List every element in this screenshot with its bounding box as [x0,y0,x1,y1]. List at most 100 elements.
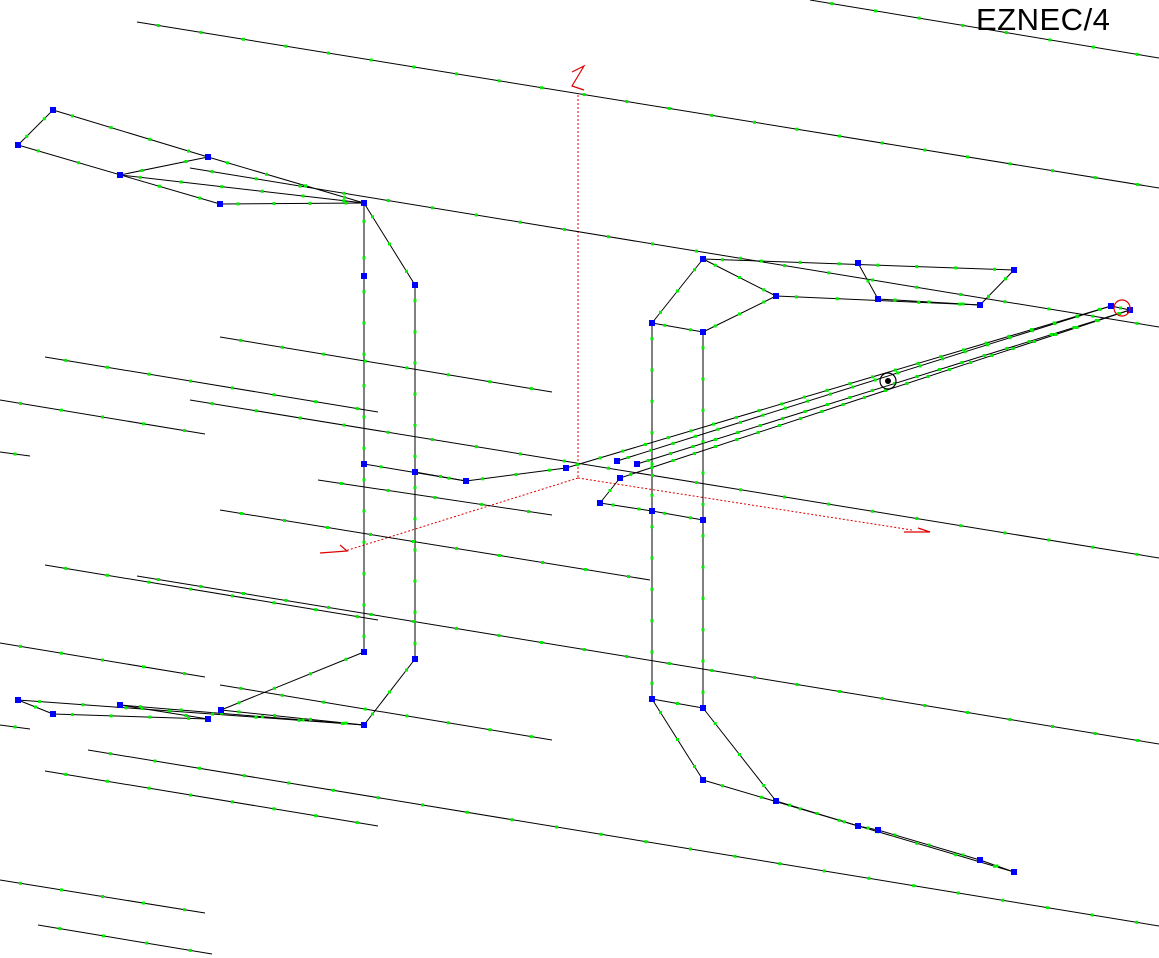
segment-dot [866,279,870,283]
segment-dot [625,100,629,103]
segment-dot [608,489,612,492]
segment-dot [870,389,874,392]
segment-dot [676,738,679,741]
wire-line [44,564,379,621]
segment-dot [650,650,654,654]
segment-dot [701,408,705,412]
segment-dot [314,814,318,818]
wire-line [189,399,1159,559]
segment-dot [676,702,679,705]
segment-dot [1003,531,1007,535]
segment-dot [713,263,717,267]
segment-dot [830,2,834,6]
segment-dot [413,517,417,521]
segment-dot [156,578,160,581]
segment-dot [873,9,877,13]
segment-dot [242,37,245,41]
segment-dot [562,459,566,463]
segment-dot [60,888,63,892]
segment-dot [923,704,927,707]
segment-dot [644,840,648,844]
segment-dot [650,619,654,623]
segment-dot [650,337,654,341]
segment-dot [1135,552,1139,556]
segment-dot [826,403,829,406]
segment-dot [734,415,738,419]
segment-dot [405,714,409,718]
wire-end-node [649,320,655,326]
segment-dot [412,65,416,69]
segment-dot [1032,340,1036,343]
segment-dot [355,407,359,411]
wire-line [809,0,1159,59]
segment-dot [905,382,909,385]
segment-dot [362,603,366,607]
segment-dot [518,452,522,456]
segment-dot [575,463,579,467]
segment-dot [314,608,318,612]
segment-dot [25,134,29,138]
segment-dot [688,328,692,332]
segment-dot [822,869,826,873]
segment-dot [1075,315,1079,319]
segment-dot [799,417,803,420]
segment-dot [701,346,705,350]
segment-dot [694,434,698,438]
segment-dot [637,507,641,511]
source-center-dot [885,378,891,384]
segment-dot [19,881,22,885]
segment-dot [803,410,807,413]
segment-dot [101,934,105,938]
segment-dot [413,423,417,427]
segment-dot [412,540,415,543]
segment-dot [1011,347,1015,350]
segment-dot [497,634,501,637]
segment-dot [650,431,654,435]
wire-line [136,575,1159,745]
segment-dot [363,359,367,363]
segment-dot [867,876,871,880]
segment-dot [915,265,919,269]
segment-dot [388,242,391,246]
segment-dot [77,161,81,165]
segment-dot [230,800,234,804]
segment-dot [362,256,366,260]
segment-dot [562,227,566,231]
segment-dot [1117,312,1121,315]
wire-line [17,699,365,726]
z-axis-label-glyph [571,64,586,91]
segment-dot [240,512,243,515]
segment-dot [447,476,451,480]
segment-dot [650,368,654,372]
wire-end-node [361,200,367,206]
segment-dot [369,58,373,62]
segment-dot [371,712,374,716]
segment-dot [156,24,160,27]
wire-end-markers [15,107,1133,875]
segment-dot [1050,333,1054,336]
segment-dot [627,575,630,578]
segment-dot [1051,169,1054,173]
segment-dot [405,668,408,672]
segment-dot [915,285,919,289]
segment-dot [961,302,965,306]
segment-dot [987,294,990,298]
segment-dot [342,721,346,725]
segment-dot [1008,162,1012,166]
wire-end-node [412,282,418,288]
segment-dot [710,669,714,672]
segment-dot [254,715,258,719]
segment-dot [344,657,348,661]
segment-dot [265,172,268,176]
segment-dot [676,289,679,293]
wire-end-node [855,260,861,266]
segment-dot [733,854,737,858]
wire-end-node [875,296,881,302]
segment-dot [430,206,434,210]
segment-dot [1091,314,1095,318]
segment-dot [984,341,988,345]
segment-dot [692,452,696,455]
segment-dot [260,715,264,719]
segment-dot [965,155,969,159]
